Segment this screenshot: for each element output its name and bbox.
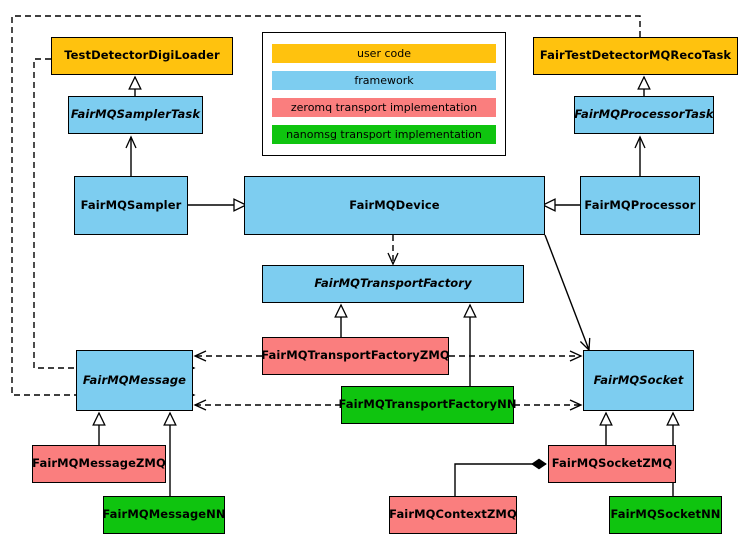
class-node-fair-mq-socket-zmq[interactable]: FairMQSocketZMQ: [548, 445, 676, 483]
edge-device-to-socket: [544, 234, 591, 352]
class-label: TestDetectorDigiLoader: [64, 48, 220, 63]
legend-item-nanomsg: nanomsg transport implementation: [272, 125, 496, 144]
class-node-fair-test-detector-mq-reco-task[interactable]: FairTestDetectorMQRecoTask: [533, 37, 738, 75]
class-node-fair-mq-socket[interactable]: FairMQSocket: [583, 350, 694, 411]
class-label: FairMQProcessor: [584, 197, 696, 212]
class-node-test-detector-digi-loader[interactable]: TestDetectorDigiLoader: [51, 37, 233, 75]
class-node-fair-mq-message-nn[interactable]: FairMQMessageNN: [102, 496, 226, 534]
class-label: FairMQMessageNN: [102, 507, 226, 522]
class-node-fair-mq-device[interactable]: FairMQDevice: [244, 176, 545, 235]
class-label: FairTestDetectorMQRecoTask: [539, 48, 732, 63]
class-label: FairMQTransportFactoryNN: [338, 397, 517, 412]
class-label: FairMQProcessorTask: [574, 107, 714, 122]
class-label: FairMQSocketZMQ: [551, 456, 673, 471]
legend-item-user-code: user code: [272, 44, 496, 63]
class-node-fair-mq-sampler-task[interactable]: FairMQSamplerTask: [68, 96, 203, 134]
class-node-fair-mq-transport-factory-nn[interactable]: FairMQTransportFactoryNN: [338, 386, 517, 424]
legend-label-zeromq: zeromq transport implementation: [290, 101, 478, 114]
class-label: FairMQDevice: [349, 197, 440, 212]
class-label: FairMQMessageZMQ: [32, 456, 166, 471]
class-label: FairMQContextZMQ: [389, 507, 517, 522]
legend-item-framework: framework: [272, 71, 496, 90]
class-node-fair-mq-sampler[interactable]: FairMQSampler: [74, 176, 188, 235]
class-node-fair-mq-socket-nn[interactable]: FairMQSocketNN: [609, 496, 722, 534]
class-node-fair-mq-processor[interactable]: FairMQProcessor: [580, 176, 700, 235]
class-node-fair-mq-message[interactable]: FairMQMessage: [76, 350, 193, 411]
legend-item-zeromq: zeromq transport implementation: [272, 98, 496, 117]
class-label: FairMQTransportFactoryZMQ: [261, 348, 450, 363]
class-node-fair-mq-transport-factory[interactable]: FairMQTransportFactory: [262, 265, 524, 303]
class-node-fair-mq-transport-factory-zmq[interactable]: FairMQTransportFactoryZMQ: [261, 337, 450, 375]
class-node-fair-mq-processor-task[interactable]: FairMQProcessorTask: [574, 96, 714, 134]
legend: user code framework zeromq transport imp…: [262, 32, 506, 156]
edge-contextzmq-to-socketzmq: [454, 458, 547, 496]
legend-label-framework: framework: [354, 74, 414, 87]
class-label: FairMQMessage: [82, 372, 187, 387]
class-label: FairMQSampler: [80, 197, 182, 212]
legend-label-user-code: user code: [356, 47, 412, 60]
class-label: FairMQTransportFactory: [314, 276, 472, 291]
class-label: FairMQSocket: [593, 372, 684, 387]
legend-label-nanomsg: nanomsg transport implementation: [286, 128, 482, 141]
class-label: FairMQSamplerTask: [70, 107, 201, 122]
class-label: FairMQSocketNN: [610, 507, 721, 522]
class-node-fair-mq-message-zmq[interactable]: FairMQMessageZMQ: [32, 445, 166, 483]
class-node-fair-mq-context-zmq[interactable]: FairMQContextZMQ: [389, 496, 517, 534]
